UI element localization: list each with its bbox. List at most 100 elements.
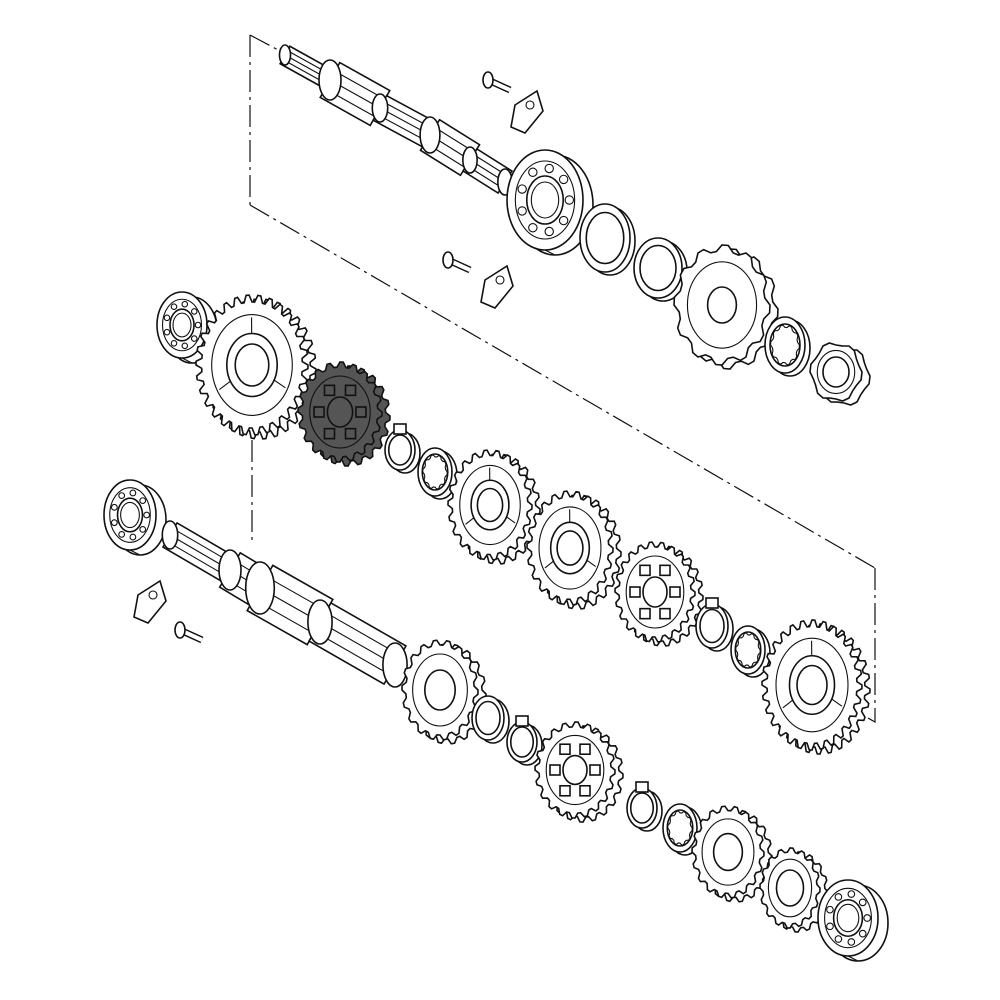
gear-spoke <box>465 517 475 525</box>
bearing-ball <box>858 929 867 938</box>
bearing-ball <box>181 342 189 350</box>
gear-dog <box>669 586 681 598</box>
gear-dog <box>589 764 601 776</box>
retainer-screw <box>174 621 204 644</box>
outline <box>169 308 195 342</box>
outline <box>706 286 738 324</box>
outline <box>769 323 801 367</box>
bearing-ball <box>826 905 834 914</box>
bearing-ball <box>139 497 147 505</box>
outline <box>525 175 565 225</box>
plate-body <box>480 264 514 309</box>
outline <box>174 621 186 639</box>
bearing-ball <box>863 914 872 922</box>
bearing-ball <box>847 890 856 898</box>
outline <box>462 146 478 174</box>
outline <box>629 792 655 824</box>
front-sprocket <box>673 244 779 370</box>
bearing-ball <box>558 174 569 185</box>
bearing-ball <box>558 215 569 226</box>
mainshaft-gear-1 <box>401 639 487 745</box>
collar <box>633 237 688 302</box>
countershaft-gear-2 <box>447 449 541 565</box>
lock-washer <box>764 316 811 377</box>
circlip-ear <box>393 423 407 435</box>
bearing-ball <box>544 226 554 237</box>
outline <box>412 653 468 727</box>
bearing-output <box>506 149 594 256</box>
bearing-ball <box>118 492 126 500</box>
bearing-ball <box>181 300 189 308</box>
gear-spoke <box>831 698 843 707</box>
outline <box>482 71 494 89</box>
oil-seal <box>579 203 636 276</box>
gear-spoke <box>273 379 286 389</box>
shaft-spline <box>319 621 396 666</box>
gear-spoke <box>544 560 554 569</box>
outline <box>712 832 744 872</box>
gear-dog <box>323 427 336 440</box>
gear-dog <box>549 764 561 776</box>
bearing-ball <box>517 184 527 194</box>
outline <box>326 396 354 428</box>
gear-dog <box>559 784 571 797</box>
outline <box>625 555 685 629</box>
bearing-ball <box>143 511 151 519</box>
outline <box>278 44 292 66</box>
bearing-ball <box>826 922 834 931</box>
gear-dog <box>313 406 325 418</box>
outline <box>382 642 408 688</box>
outline <box>816 349 856 395</box>
bearing-ball <box>858 898 867 907</box>
outline <box>307 599 333 645</box>
outline <box>836 903 860 933</box>
gear-dog <box>579 743 591 756</box>
gear-dog <box>629 586 641 598</box>
sprocket-nut <box>809 342 871 406</box>
outline <box>585 211 625 265</box>
outline <box>109 487 151 543</box>
bearing-ball <box>564 195 575 205</box>
assembly-line-diagonal <box>249 204 876 569</box>
outline <box>476 487 504 523</box>
outline <box>244 561 276 615</box>
outline <box>686 261 758 349</box>
outline <box>775 869 805 907</box>
mainshaft-gear-2 <box>534 721 624 823</box>
circlip-3 <box>506 715 543 766</box>
countershaft-gear-4 <box>614 541 704 647</box>
gear-dog <box>579 784 591 797</box>
outline <box>459 464 521 546</box>
outline <box>701 818 755 886</box>
outline <box>642 576 668 608</box>
plate-hole <box>148 590 158 600</box>
bearing-ball <box>170 303 178 311</box>
gear-dog <box>559 743 571 756</box>
bearing-ball <box>129 489 137 497</box>
plate-body <box>133 579 167 624</box>
circlip-4 <box>626 781 663 832</box>
mainshaft <box>161 520 408 688</box>
outline <box>172 312 192 338</box>
outline <box>475 700 501 736</box>
lock-plate-lower <box>480 264 514 309</box>
outline <box>562 754 588 786</box>
output-shaft <box>278 44 514 196</box>
circlip-ear <box>635 781 649 793</box>
gear-dog <box>344 427 357 440</box>
outline <box>824 887 872 949</box>
outline <box>211 314 293 416</box>
bearing-mainshaft-left <box>103 479 167 556</box>
bearing-mainshaft-right <box>817 879 889 962</box>
outline <box>767 858 813 918</box>
gear-dog <box>639 564 651 577</box>
outline <box>309 375 371 449</box>
gear-dog <box>323 384 336 397</box>
ring-spline-inner <box>667 810 693 846</box>
gear-spoke <box>219 380 231 390</box>
bearing-ball <box>163 314 171 322</box>
outline <box>796 664 828 706</box>
lock-plate-upper <box>510 89 544 134</box>
lock-screw-upper <box>482 71 512 94</box>
